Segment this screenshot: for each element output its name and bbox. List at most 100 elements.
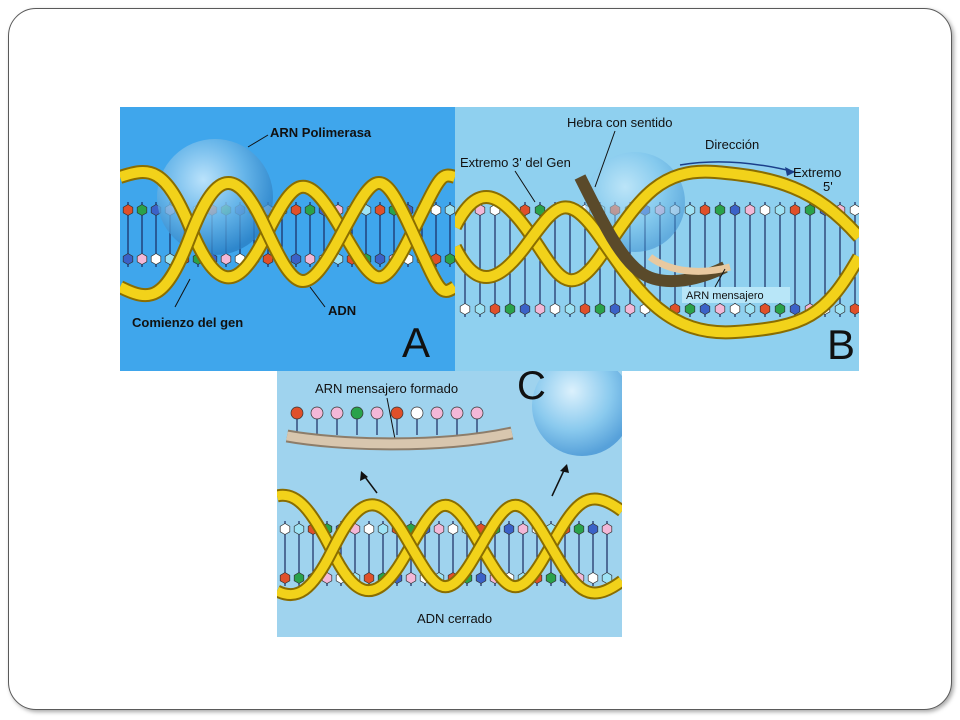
mrna-nucleotide (370, 406, 384, 420)
nucleotide-base (601, 523, 613, 535)
gene-start-label: Comienzo del gen (132, 315, 243, 330)
nucleotide-base (279, 572, 291, 584)
nucleotide-base (517, 523, 529, 535)
polymerase-pointer (247, 134, 269, 148)
mrna-strand-c (290, 406, 484, 435)
nucleotide-base (789, 303, 801, 315)
nucleotide-base (290, 204, 302, 216)
nucleotide-base (122, 204, 134, 216)
panel-c-illustration: C ARN mensajero formado ADN cerrado (277, 371, 622, 626)
panel-a-illustration: ARN Polimerasa Comienzo del gen ADN A (120, 125, 455, 366)
nucleotide-base (699, 303, 711, 315)
panel-a: ARN Polimerasa Comienzo del gen ADN A (120, 107, 455, 371)
nucleotide-base (744, 204, 756, 216)
nucleotide-base (447, 523, 459, 535)
nucleotide-base (549, 303, 561, 315)
nucleotide-base (444, 253, 455, 265)
nucleotide-base (304, 204, 316, 216)
polymerase-label: ARN Polimerasa (270, 125, 372, 140)
nucleotide-base (579, 303, 591, 315)
mrna-nucleotide (430, 406, 444, 420)
mrna-formed-label: ARN mensajero formado (315, 381, 458, 396)
nucleotide-base (534, 204, 546, 216)
nucleotide-base (304, 253, 316, 265)
dna-label: ADN (328, 303, 356, 318)
nucleotide-base (624, 303, 636, 315)
gene-start-pointer (174, 278, 191, 308)
dna-helix-c (277, 488, 622, 602)
nucleotide-base (444, 204, 455, 216)
nucleotide-base (377, 523, 389, 535)
nucleotide-base (714, 204, 726, 216)
nucleotide-base (290, 253, 302, 265)
mrna-pointer (714, 268, 726, 288)
nucleotide-base (789, 204, 801, 216)
mrna-formed-pointer (386, 397, 396, 440)
nucleotide-base (136, 204, 148, 216)
mrna-label: ARN mensajero (686, 290, 764, 302)
nucleotide-base (714, 303, 726, 315)
nucleotide-base (804, 204, 816, 216)
nucleotide-base (459, 303, 471, 315)
nucleotide-base (587, 572, 599, 584)
nucleotide-base (609, 303, 621, 315)
mrna-nucleotide (310, 406, 324, 420)
mrna-nucleotide (410, 406, 424, 420)
end-5-label-line2: 5' (823, 179, 833, 194)
nucleotide-base (759, 303, 771, 315)
nucleotide-base (405, 572, 417, 584)
nucleotide-base (849, 204, 859, 216)
polymerase-sphere-c (532, 371, 622, 456)
direction-label: Dirección (705, 137, 759, 152)
mrna-nucleotide (450, 406, 464, 420)
panel-b-illustration: Hebra con sentido Extremo 3' del Gen Dir… (455, 115, 859, 368)
nucleotide-base (374, 253, 386, 265)
nucleotide-base (699, 204, 711, 216)
nucleotide-base (363, 523, 375, 535)
nucleotide-base (684, 303, 696, 315)
nucleotide-base (684, 204, 696, 216)
nucleotide-base (363, 572, 375, 584)
dna-helix-a (120, 165, 455, 303)
nucleotide-base (573, 523, 585, 535)
mrna-nucleotide (470, 406, 484, 420)
nucleotide-base (834, 303, 846, 315)
nucleotide-base (293, 572, 305, 584)
arrow-left-head (360, 471, 368, 481)
nucleotide-base (774, 204, 786, 216)
nucleotide-base (504, 303, 516, 315)
nucleotide-base (744, 303, 756, 315)
nucleotide-base (729, 303, 741, 315)
nucleotide-base (503, 523, 515, 535)
arrow-right-head (560, 464, 569, 473)
nucleotide-base (729, 204, 741, 216)
sense-strand-label: Hebra con sentido (567, 115, 673, 130)
sense-strand-pointer (594, 130, 616, 188)
nucleotide-base (279, 523, 291, 535)
direction-arrow (679, 161, 796, 173)
dna-pointer (309, 286, 326, 308)
nucleotide-base (774, 303, 786, 315)
nucleotide-base (122, 253, 134, 265)
nucleotide-base (136, 253, 148, 265)
end-5-label-line1: Extremo (793, 165, 841, 180)
nucleotide-base (150, 253, 162, 265)
mrna-label-bg (682, 287, 790, 303)
nucleotide-base (433, 523, 445, 535)
panel-b: Hebra con sentido Extremo 3' del Gen Dir… (455, 107, 859, 371)
nucleotide-base (474, 303, 486, 315)
nucleotide-base (564, 303, 576, 315)
panel-a-letter: A (402, 319, 430, 366)
nucleotide-base (759, 204, 771, 216)
direction-arrowhead (785, 167, 795, 176)
mrna-nucleotide (390, 406, 404, 420)
nucleotide-base (849, 303, 859, 315)
panel-c-letter: C (517, 371, 546, 408)
mrna-nucleotide (290, 406, 304, 420)
nucleotide-base (489, 303, 501, 315)
dna-helix-b (455, 164, 859, 340)
nucleotide-base (374, 204, 386, 216)
mrna-nucleotide (330, 406, 344, 420)
nucleotide-base (220, 253, 232, 265)
closed-dna-label: ADN cerrado (417, 611, 492, 626)
